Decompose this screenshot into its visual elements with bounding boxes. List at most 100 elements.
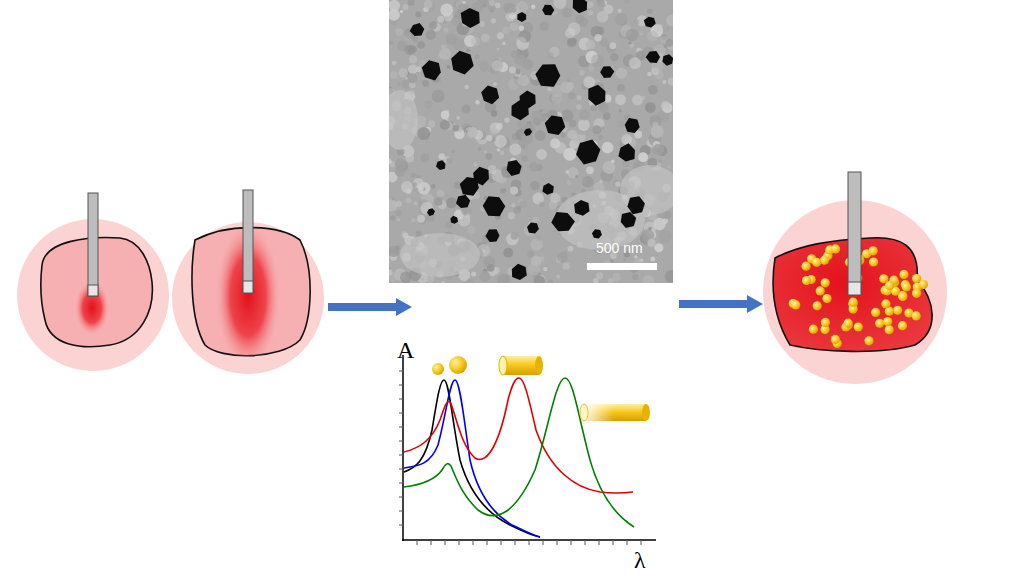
tem-texture (516, 37, 527, 48)
tem-texture (654, 243, 663, 252)
tem-texture (535, 130, 546, 141)
tem-texture (567, 130, 577, 140)
tem-texture (566, 82, 574, 90)
tem-texture (658, 160, 661, 163)
tem-texture (483, 3, 487, 7)
tem-texture (579, 70, 585, 76)
tem-texture (589, 2, 594, 7)
tem-texture (497, 274, 510, 283)
axis-tick (399, 385, 403, 386)
nanoparticle (450, 216, 458, 224)
gold-nanoparticle (802, 262, 811, 271)
tem-texture (510, 22, 519, 31)
tem-texture (615, 94, 626, 105)
tem-texture (510, 187, 518, 195)
tem-texture (618, 121, 625, 128)
tem-texture (632, 95, 643, 106)
tem-texture (406, 197, 412, 203)
tem-texture (414, 201, 418, 205)
tem-texture (531, 5, 535, 9)
tem-texture (561, 110, 573, 122)
nanoparticle (436, 160, 445, 170)
tem-texture (567, 180, 572, 185)
tem-texture (527, 250, 534, 257)
axis-tick (599, 540, 600, 545)
tem-texture (479, 61, 490, 72)
tem-texture (500, 151, 504, 155)
tem-texture (651, 61, 663, 73)
axis-tick (399, 455, 403, 456)
nanoparticle (461, 8, 480, 28)
tem-texture (516, 1, 528, 13)
nanoparticle (573, 0, 587, 13)
axis-tick (399, 469, 403, 470)
tem-texture (579, 18, 589, 28)
tem-texture (409, 55, 417, 63)
nanoparticle (618, 143, 635, 161)
tem-texture (517, 119, 527, 129)
gold-nanoparticle (902, 282, 911, 291)
gold-nanoparticle (831, 335, 840, 344)
tem-texture (663, 218, 669, 224)
axis-tick (399, 399, 403, 400)
tem-texture (471, 272, 476, 277)
spectrum-curve (404, 380, 540, 537)
nanoparticle (542, 5, 554, 16)
tem-texture (666, 39, 674, 47)
nanoparticle (527, 222, 539, 233)
tem-texture (440, 3, 453, 16)
nanoparticle (588, 85, 605, 106)
tem-texture (504, 117, 509, 122)
tem-texture (645, 102, 656, 113)
axis-tick (571, 540, 572, 545)
gold-nanoparticle (912, 289, 921, 298)
tem-texture (490, 128, 497, 135)
tem-texture (617, 84, 625, 92)
tem-texture (389, 159, 392, 164)
nanoparticle (507, 160, 522, 176)
tem-texture (401, 181, 413, 193)
tem-texture (592, 125, 601, 134)
axis-tick (501, 540, 502, 545)
nanoparticle (456, 195, 470, 208)
axis-tick (399, 427, 403, 428)
axis-tick (473, 540, 474, 545)
tem-texture (576, 104, 581, 109)
gold-nanoparticle (875, 319, 884, 328)
tem-texture (619, 109, 622, 112)
tem-texture (643, 275, 655, 283)
tem-texture (522, 59, 533, 70)
nanoparticle (551, 212, 575, 231)
tem-texture (497, 47, 500, 50)
tem-texture (514, 206, 521, 213)
tem-texture (567, 38, 577, 48)
tem-texture (392, 197, 395, 200)
tem-texture (437, 189, 444, 196)
gold-nanoparticle (809, 325, 818, 334)
tem-texture (390, 71, 398, 79)
tem-texture (420, 187, 424, 191)
tem-texture (562, 8, 572, 18)
nanoparticle (644, 17, 656, 28)
gold-nanoparticle (812, 258, 821, 267)
tem-texture (397, 218, 400, 221)
tem-texture (408, 74, 418, 84)
tem-texture (615, 181, 620, 186)
tem-texture (432, 90, 445, 103)
nanoparticle (524, 128, 532, 136)
scale-bar (587, 263, 657, 270)
nanorod-icon (580, 404, 650, 421)
tem-texture (581, 134, 586, 139)
tem-texture (569, 120, 577, 128)
tem-texture (667, 27, 670, 30)
tem-texture (648, 85, 658, 95)
tem-texture (665, 270, 673, 283)
axis-tick (459, 540, 460, 545)
gold-nanoparticle (813, 301, 822, 310)
axis-tick (529, 540, 530, 545)
tem-texture (615, 13, 628, 26)
tem-texture (608, 278, 614, 283)
gold-nanoparticle (791, 300, 800, 309)
tem-texture (503, 2, 514, 13)
tem-texture (519, 25, 525, 31)
